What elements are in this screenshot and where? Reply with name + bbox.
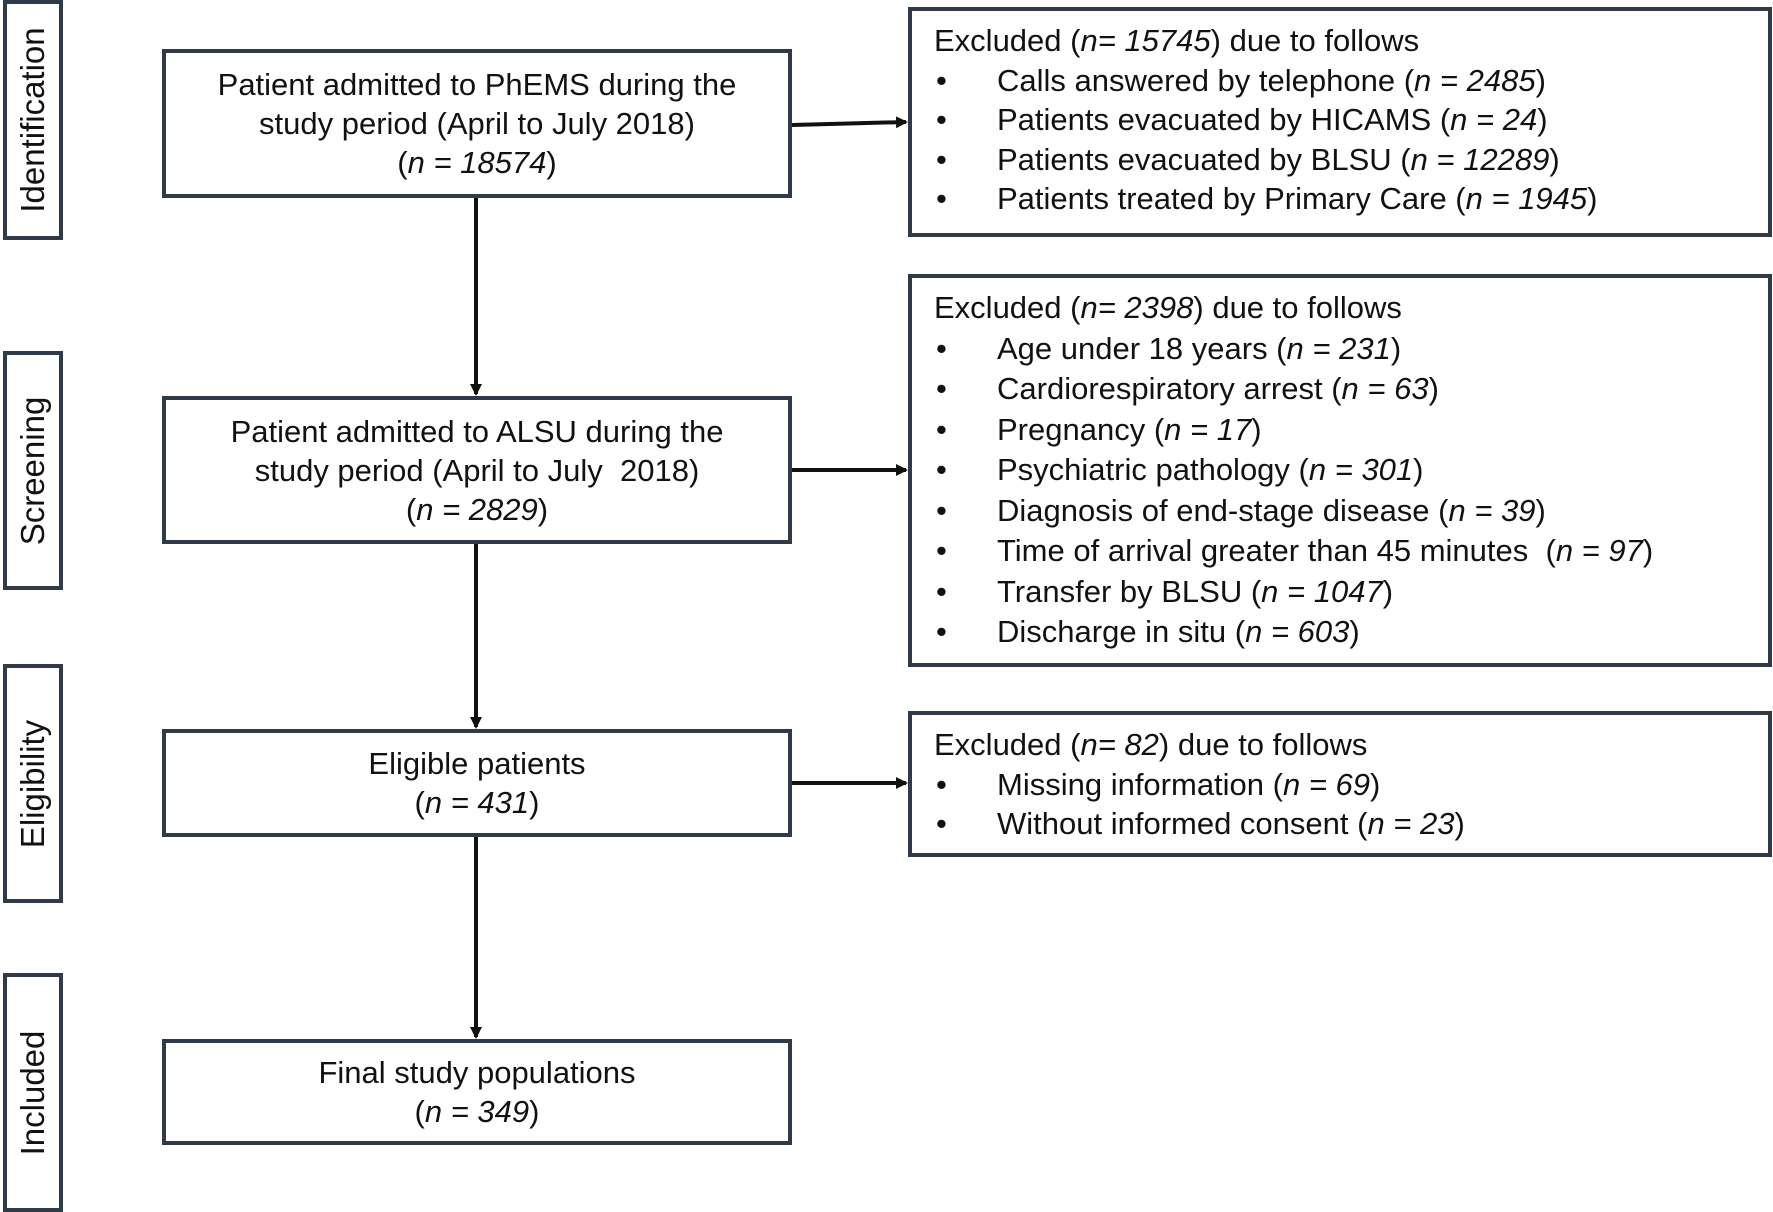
box-text-line: study period (April to July 2018) [254,452,700,488]
exclusion-item: Patients evacuated by BLSU (n = 12289) [934,140,1768,180]
exclusion-item: Patients treated by Primary Care (n = 19… [934,179,1768,219]
exclusion-heading: Excluded (n= 2398) due to follows [934,290,1402,325]
exclusion-list: Age under 18 years (n = 231) Cardiorespi… [934,329,1768,653]
box-phems-admitted: Patient admitted to PhEMS during the stu… [162,49,792,198]
exclusion-item: Diagnosis of end-stage disease (n = 39) [934,491,1768,532]
box-text-line: Patient admitted to ALSU during the [230,413,724,449]
box-exclusion-eligibility: Excluded (n= 82) due to follows Missing … [908,711,1772,857]
exclusion-item: Discharge in situ (n = 603) [934,612,1768,653]
box-text-line: Final study populations [318,1055,636,1090]
arrow-right-exclusion-identification [791,116,908,129]
exclusion-item: Cardiorespiratory arrest (n = 63) [934,369,1768,410]
exclusion-item: Calls answered by telephone (n = 2485) [934,61,1768,101]
exclusion-list: Calls answered by telephone (n = 2485) P… [934,61,1768,219]
exclusion-item: Pregnancy (n = 17) [934,410,1768,451]
exclusion-item: Without informed consent (n = 23) [934,804,1768,844]
exclusion-item: Psychiatric pathology (n = 301) [934,450,1768,491]
box-exclusion-screening: Excluded (n= 2398) due to follows Age un… [908,274,1772,667]
box-final-study-population: Final study populations (n = 349) [162,1039,792,1145]
phase-eligibility: Eligibility [3,664,63,903]
box-text-line: Eligible patients [368,746,586,781]
exclusion-heading: Excluded (n= 15745) due to follows [934,23,1420,58]
exclusion-list: Missing information (n = 69) Without inf… [934,765,1768,844]
box-text-line: study period (April to July 2018) [259,106,695,141]
phase-identification: Identification [3,0,63,240]
box-text-line: Patient admitted to PhEMS during the [217,67,737,102]
box-count: (n = 18574) [397,145,557,180]
box-eligible-patients: Eligible patients (n = 431) [162,729,792,837]
exclusion-item: Time of arrival greater than 45 minutes … [934,531,1768,572]
exclusion-heading: Excluded (n= 82) due to follows [934,727,1368,762]
phase-screening: Screening [3,351,63,590]
box-count: (n = 431) [414,785,540,820]
exclusion-item: Patients evacuated by HICAMS (n = 24) [934,100,1768,140]
box-count: (n = 2829) [405,491,549,527]
exclusion-item: Missing information (n = 69) [934,765,1768,805]
box-alsu-admitted: Patient admitted to ALSU during the stud… [162,396,792,544]
box-exclusion-identification: Excluded (n= 15745) due to follows Calls… [908,7,1772,237]
exclusion-item: Age under 18 years (n = 231) [934,329,1768,370]
exclusion-item: Transfer by BLSU (n = 1047) [934,572,1768,613]
phase-included: Included [3,973,63,1212]
box-count: (n = 349) [414,1094,540,1129]
